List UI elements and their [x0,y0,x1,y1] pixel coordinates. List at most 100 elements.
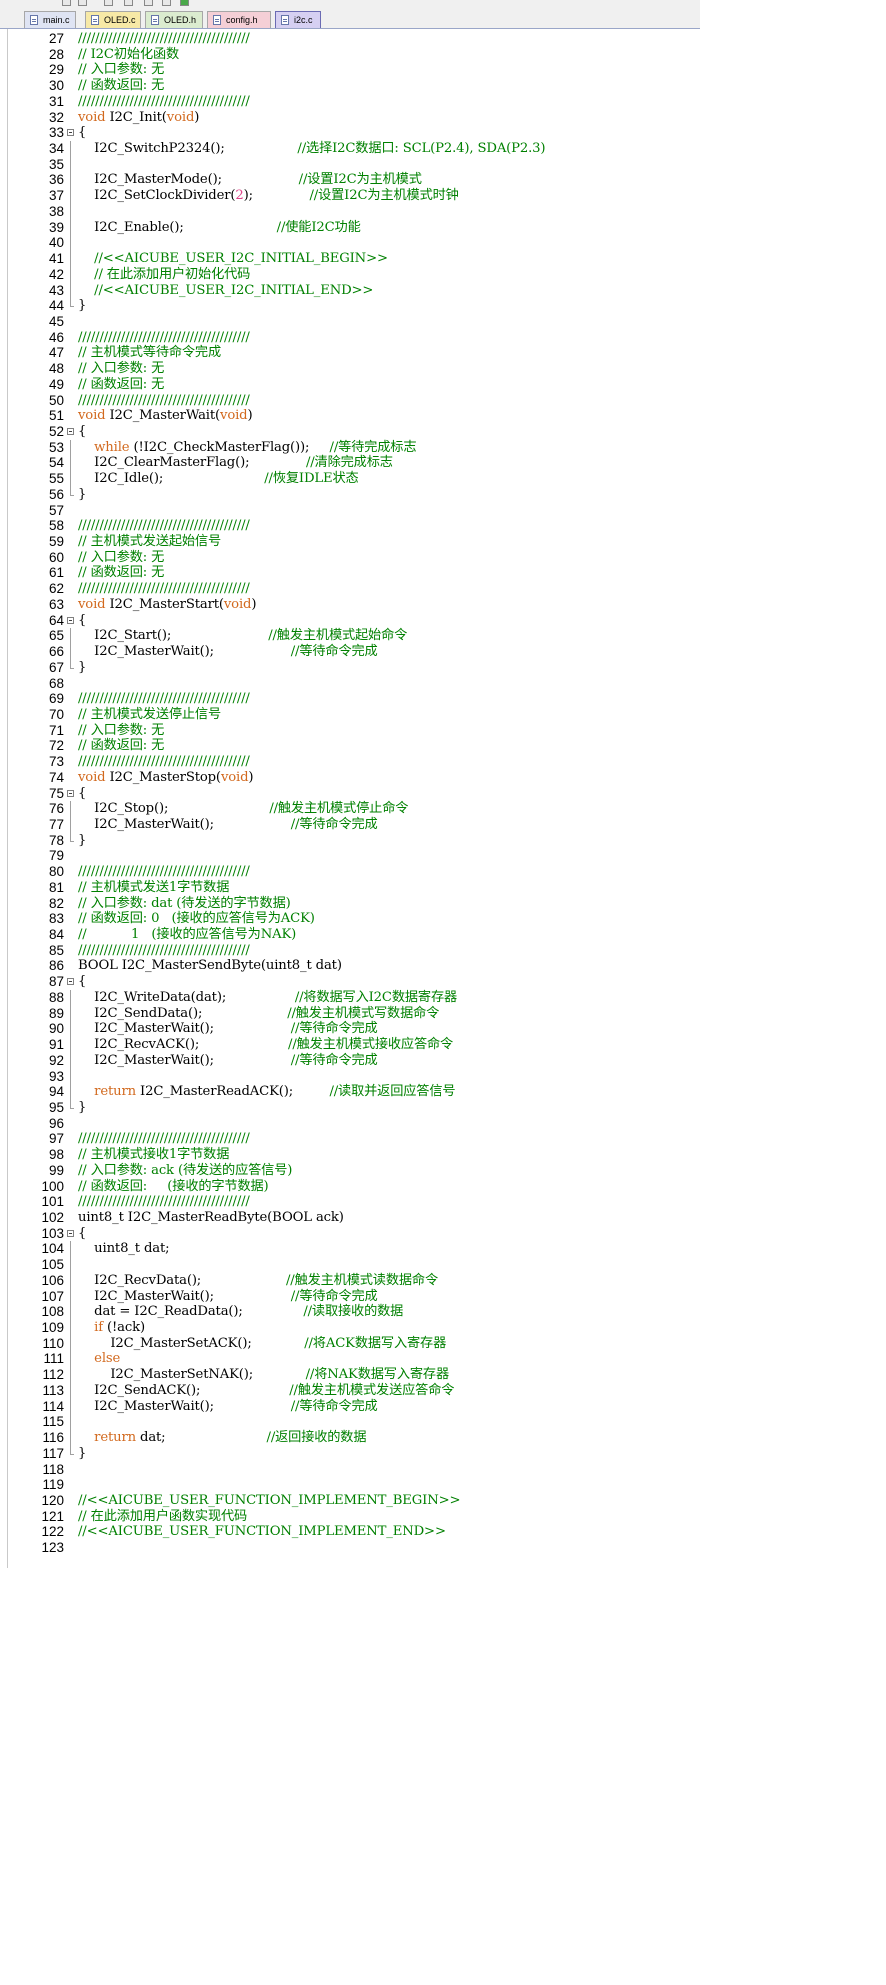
code-line[interactable]: 84// 1 (接收的应答信号为NAK) [0,927,700,943]
code-line[interactable]: 99// 入口参数: ack (待发送的应答信号) [0,1163,700,1179]
tab-oled-h[interactable]: OLED.h [145,11,203,28]
code-line[interactable]: 39 I2C_Enable(); //使能I2C功能 [0,219,700,236]
code-line[interactable]: 122//<<AICUBE_USER_FUNCTION_IMPLEMENT_EN… [0,1524,700,1540]
code-line[interactable]: 54 I2C_ClearMasterFlag(); //清除完成标志 [0,455,700,472]
copy-icon[interactable] [104,0,113,6]
code-line[interactable]: 49// 函数返回: 无 [0,377,700,393]
code-line[interactable]: 47// 主机模式等待命令完成 [0,345,700,361]
fold-toggle-icon[interactable] [67,129,74,137]
code-line[interactable]: 53 while (!I2C_CheckMasterFlag()); //等待完… [0,439,700,456]
code-line[interactable]: 62//////////////////////////////////////… [0,581,700,597]
code-line[interactable]: 70// 主机模式发送停止信号 [0,707,700,723]
code-line[interactable]: 90 I2C_MasterWait(); //等待命令完成 [0,1021,700,1038]
tab-oled-c[interactable]: OLED.c [85,11,141,28]
code-line[interactable]: 56} [0,486,700,503]
code-line[interactable]: 89 I2C_SendData(); //触发主机模式写数据命令 [0,1005,700,1022]
code-line[interactable]: 44} [0,298,700,314]
fold-toggle-icon[interactable] [67,789,74,797]
code-line[interactable]: 103{ [0,1226,700,1242]
code-line[interactable]: 61// 函数返回: 无 [0,565,700,581]
code-line[interactable]: 48// 入口参数: 无 [0,361,700,377]
paste-icon[interactable] [124,0,133,6]
code-line[interactable]: 98// 主机模式接收1字节数据 [0,1147,700,1163]
code-line[interactable]: 60// 入口参数: 无 [0,550,700,566]
code-line[interactable]: 34 I2C_SwitchP2324(); //选择I2C数据口: SCL(P2… [0,141,700,158]
code-line[interactable]: 29// 入口参数: 无 [0,62,700,78]
code-line[interactable]: 108 dat = I2C_ReadData(); //读取接收的数据 [0,1304,700,1321]
code-line[interactable]: 95} [0,1099,700,1116]
code-line[interactable]: 31//////////////////////////////////////… [0,94,700,110]
code-line[interactable]: 40 [0,235,700,252]
code-line[interactable]: 117} [0,1445,700,1462]
fold-toggle-icon[interactable] [67,978,74,986]
code-line[interactable]: 116 return dat; //返回接收的数据 [0,1430,700,1447]
fold-toggle-icon[interactable] [67,428,74,435]
code-line[interactable]: 93 [0,1068,700,1085]
code-line[interactable]: 119 [0,1477,700,1493]
code-line[interactable]: 58//////////////////////////////////////… [0,518,700,534]
code-line[interactable]: 75{ [0,786,700,802]
code-line[interactable]: 83// 函数返回: 0 (接收的应答信号为ACK) [0,911,700,927]
code-line[interactable]: 96 [0,1116,700,1132]
code-line[interactable]: 79 [0,848,700,864]
code-line[interactable]: 43 //<<AICUBE_USER_I2C_INITIAL_END>> [0,282,700,299]
code-line[interactable]: 71// 入口参数: 无 [0,723,700,739]
code-line[interactable]: 37 I2C_SetClockDivider(2); //设置I2C为主机模式时… [0,188,700,205]
run-icon[interactable] [78,0,87,6]
fold-toggle-icon[interactable] [67,616,74,624]
tab-config-h[interactable]: config.h [207,11,271,28]
code-line[interactable]: 111 else [0,1351,700,1368]
tab-main-c[interactable]: main.c [24,11,76,28]
code-line[interactable]: 105 [0,1257,700,1274]
export-icon[interactable] [162,0,171,6]
code-line[interactable]: 112 I2C_MasterSetNAK(); //将NAK数据写入寄存器 [0,1367,700,1384]
code-editor[interactable]: 27//////////////////////////////////////… [0,29,700,1568]
code-line[interactable]: 52{ [0,424,700,440]
code-line[interactable]: 67} [0,659,700,676]
code-line[interactable]: 68 [0,676,700,692]
code-line[interactable]: 94 return I2C_MasterReadACK(); //读取并返回应答… [0,1084,700,1101]
code-line[interactable]: 78} [0,832,700,849]
code-line[interactable]: 30// 函数返回: 无 [0,78,700,94]
code-line[interactable]: 81// 主机模式发送1字节数据 [0,880,700,896]
code-line[interactable]: 35 [0,156,700,173]
code-line[interactable]: 107 I2C_MasterWait(); //等待命令完成 [0,1288,700,1305]
code-line[interactable]: 80//////////////////////////////////////… [0,864,700,880]
code-line[interactable]: 87{ [0,974,700,990]
code-line[interactable]: 77 I2C_MasterWait(); //等待命令完成 [0,817,700,833]
code-line[interactable]: 104 uint8_t dat; [0,1241,700,1258]
code-line[interactable]: 42 // 在此添加用户初始化代码 [0,266,700,283]
code-line[interactable]: 65 I2C_Start(); //触发主机模式起始命令 [0,628,700,645]
code-line[interactable]: 27//////////////////////////////////////… [0,31,700,47]
code-line[interactable]: 33{ [0,125,700,141]
code-line[interactable]: 109 if (!ack) [0,1320,700,1337]
code-line[interactable]: 115 [0,1414,700,1431]
code-line[interactable]: 59// 主机模式发送起始信号 [0,534,700,550]
code-line[interactable]: 100// 函数返回: (接收的字节数据) [0,1179,700,1195]
code-line[interactable]: 76 I2C_Stop(); //触发主机模式停止命令 [0,801,700,818]
code-line[interactable]: 45 [0,314,700,330]
code-line[interactable]: 36 I2C_MasterMode(); //设置I2C为主机模式 [0,172,700,189]
code-line[interactable]: 28// I2C初始化函数 [0,47,700,63]
code-line[interactable]: 66 I2C_MasterWait(); //等待命令完成 [0,644,700,661]
code-line[interactable]: 57 [0,503,700,519]
code-line[interactable]: 88 I2C_WriteData(dat); //将数据写入I2C数据寄存器 [0,989,700,1006]
code-line[interactable]: 110 I2C_MasterSetACK(); //将ACK数据写入寄存器 [0,1335,700,1352]
image-icon[interactable] [180,0,189,6]
code-line[interactable]: 113 I2C_SendACK(); //触发主机模式发送应答命令 [0,1382,700,1399]
code-line[interactable]: 106 I2C_RecvData(); //触发主机模式读数据命令 [0,1272,700,1289]
code-line[interactable]: 91 I2C_RecvACK(); //触发主机模式接收应答命令 [0,1037,700,1054]
code-line[interactable]: 121// 在此添加用户函数实现代码 [0,1509,700,1525]
code-line[interactable]: 46//////////////////////////////////////… [0,330,700,346]
dropdown-icon[interactable] [62,0,71,6]
code-line[interactable]: 64{ [0,613,700,629]
code-line[interactable]: 55 I2C_Idle(); //恢复IDLE状态 [0,471,700,488]
code-line[interactable]: 73//////////////////////////////////////… [0,754,700,770]
code-line[interactable]: 97//////////////////////////////////////… [0,1131,700,1147]
code-line[interactable]: 114 I2C_MasterWait(); //等待命令完成 [0,1398,700,1415]
